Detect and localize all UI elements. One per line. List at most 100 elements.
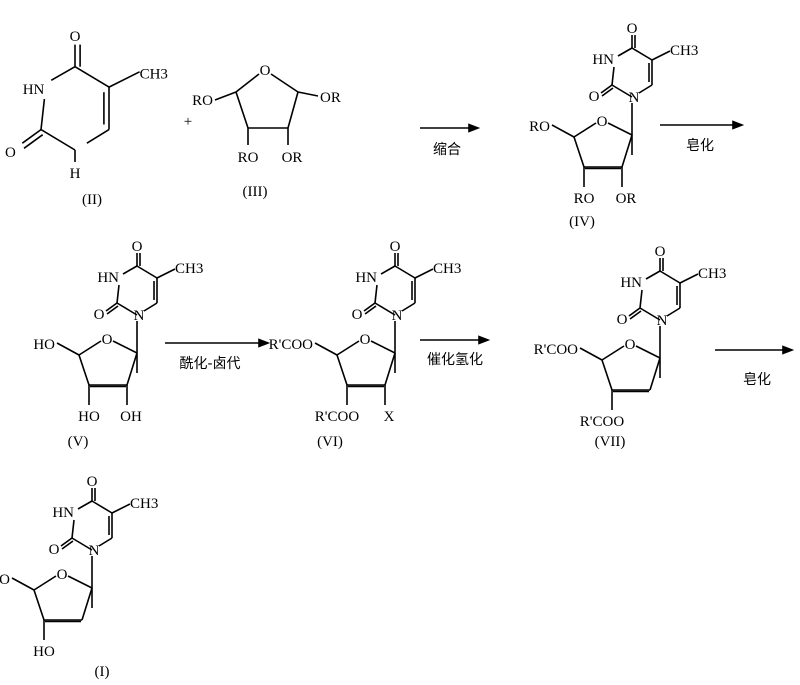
- imide-NH: HN: [52, 505, 74, 521]
- N1: N: [89, 543, 100, 559]
- carbonyl-O4: O: [627, 21, 638, 37]
- bond: [573, 136, 585, 168]
- substituent-3: RO: [238, 150, 259, 166]
- bond: [91, 500, 113, 514]
- bond: [380, 265, 396, 275]
- reagent-label: 催化氢化: [427, 352, 483, 368]
- bond: [40, 128, 76, 151]
- ring-oxygen: O: [102, 332, 113, 348]
- bond: [126, 352, 138, 386]
- bond: [81, 587, 93, 621]
- bond: [235, 73, 260, 93]
- bond: [551, 124, 575, 138]
- bond: [86, 128, 110, 144]
- bond: [112, 340, 138, 354]
- substituent-5prime: R'COO: [534, 342, 579, 358]
- bond: [666, 307, 681, 317]
- bond: [611, 84, 633, 98]
- imide-NH: HN: [355, 270, 377, 286]
- ring-oxygen: O: [360, 332, 371, 348]
- substituent-3prime: RO: [574, 191, 595, 207]
- arrow-head: [468, 123, 481, 133]
- bond: [71, 537, 93, 551]
- bond: [116, 284, 120, 304]
- bond: [374, 284, 378, 304]
- bond: [401, 302, 416, 312]
- bond: [635, 345, 661, 359]
- carbonyl-O4: O: [655, 244, 666, 260]
- bond: [638, 84, 653, 94]
- bond: [297, 91, 319, 97]
- compound-label-IV: (IV): [569, 214, 595, 230]
- substituent-1: OR: [320, 90, 341, 106]
- bond: [33, 575, 57, 591]
- bond: [56, 342, 80, 356]
- carbonyl-O4: O: [87, 474, 98, 490]
- arrow-head: [732, 120, 745, 130]
- reagent-label: 皂化: [743, 372, 771, 388]
- N1-hydrogen: H: [70, 166, 81, 182]
- carbonyl-bond: [106, 305, 119, 315]
- methyl: CH3: [130, 496, 158, 512]
- bond: [374, 302, 396, 316]
- carbonyl-bond: [105, 302, 118, 312]
- carbonyl-O2: O: [94, 307, 105, 323]
- substituent-5prime: HO: [0, 572, 10, 588]
- carbonyl-O2: O: [617, 312, 628, 328]
- bond: [607, 122, 633, 136]
- bond: [77, 500, 93, 510]
- bond: [601, 345, 625, 361]
- carbonyl-bond: [363, 302, 376, 312]
- arrow-head: [782, 345, 795, 355]
- substituent-2: OR: [282, 150, 303, 166]
- bond: [631, 47, 653, 61]
- bond: [78, 340, 102, 356]
- bond: [645, 270, 661, 280]
- substituent-2prime: OH: [120, 409, 142, 425]
- bond: [639, 289, 643, 309]
- carbonyl-bond: [61, 540, 74, 550]
- methyl-bond: [111, 503, 131, 514]
- imide-NH: HN: [97, 270, 119, 286]
- reaction-arrow-2: 皂化: [660, 120, 745, 154]
- bond: [11, 577, 35, 591]
- bond: [270, 73, 299, 93]
- carbonyl-bond: [601, 87, 614, 97]
- bond: [122, 265, 138, 275]
- carbonyl-bond: [23, 134, 44, 149]
- carbonyl-O4: O: [70, 29, 81, 45]
- substituent-5prime: R'COO: [269, 337, 314, 353]
- bond: [67, 575, 93, 589]
- N1: N: [657, 313, 668, 329]
- compound-label-VI: (VI): [317, 434, 343, 450]
- ring-oxygen: O: [625, 337, 636, 353]
- ring-oxygen: O: [260, 63, 271, 79]
- methyl: CH3: [433, 261, 461, 277]
- plus-sign: +: [184, 114, 192, 130]
- compound-label-II: (II): [82, 192, 102, 208]
- carbonyl-O4: O: [132, 239, 143, 255]
- carbonyl-bond: [600, 84, 613, 94]
- ring-oxygen: O: [597, 114, 608, 130]
- bond: [314, 342, 338, 356]
- compound-label-VII: (VII): [595, 434, 626, 450]
- methyl-bond: [108, 71, 140, 88]
- methyl-bond: [156, 268, 176, 279]
- carbonyl-bond: [60, 537, 73, 547]
- bond: [659, 270, 681, 284]
- bond: [394, 265, 416, 279]
- substituent-3prime: HO: [78, 409, 100, 425]
- carbonyl-O2: O: [352, 307, 363, 323]
- compound-label-III: (III): [243, 184, 268, 200]
- methyl: CH3: [698, 266, 726, 282]
- substituent-2prime: OR: [616, 191, 637, 207]
- imide-NH: HN: [23, 82, 45, 98]
- ring-oxygen: O: [57, 567, 68, 583]
- substituent-3prime: R'COO: [580, 414, 625, 430]
- methyl: CH3: [140, 67, 168, 83]
